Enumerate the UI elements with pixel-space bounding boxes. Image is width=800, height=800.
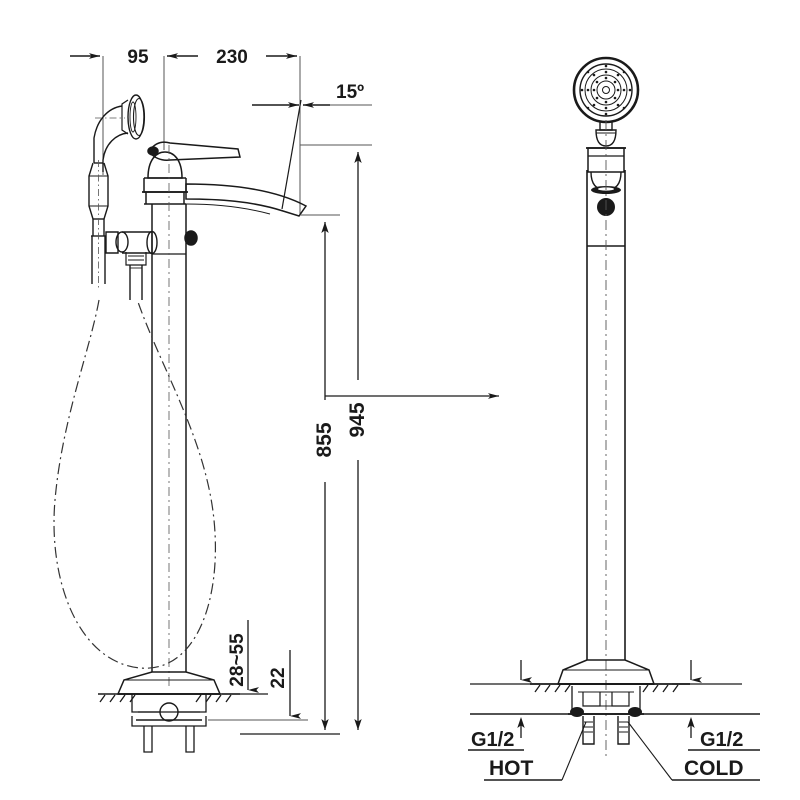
dimension-945: 945 xyxy=(300,144,372,730)
label-cold: COLD xyxy=(684,757,744,780)
diverter-knob xyxy=(184,230,198,246)
handshower-spray-head-icon xyxy=(121,94,146,140)
dimension-g12-hot: G1/2 HOT xyxy=(468,660,587,781)
label-g12-hot: G1/2 xyxy=(471,729,514,751)
handshower-holder-arm xyxy=(105,230,158,300)
dimension-value-22: 22 xyxy=(268,667,289,688)
dimension-855: 855 xyxy=(240,214,499,735)
dimension-15-degrees: 15º xyxy=(252,82,372,210)
column-body xyxy=(142,141,308,690)
spout xyxy=(185,183,308,217)
dimension-28-55: 28~55 xyxy=(222,620,268,695)
dimension-g12-cold: G1/2 COLD xyxy=(627,660,760,781)
dimension-230: 230 xyxy=(163,47,301,215)
dimension-value-28-55: 28~55 xyxy=(227,633,248,687)
dimension-arrow-icon xyxy=(321,719,329,730)
dimension-value-15deg: 15º xyxy=(336,82,364,103)
dimension-arrow-icon xyxy=(354,719,362,730)
spray-holes-icon xyxy=(580,64,632,116)
label-hot: HOT xyxy=(489,757,534,780)
dimension-arrow-icon xyxy=(517,717,525,728)
dimension-arrow-icon xyxy=(687,717,695,728)
column-body-front xyxy=(586,120,626,760)
floor-line-front xyxy=(470,683,760,715)
handshower-assembly xyxy=(88,94,146,290)
dimension-22: 22 xyxy=(208,650,308,721)
dimension-value-855: 855 xyxy=(313,422,336,457)
side-elevation-view: 95 230 15º xyxy=(53,47,499,753)
handshower-spray-face xyxy=(572,56,640,124)
dimension-arrow-icon xyxy=(321,222,329,233)
angle-reference-line xyxy=(281,99,302,210)
leader-line xyxy=(627,721,673,781)
hose-loop xyxy=(53,299,216,669)
floor-hatch-icon xyxy=(99,694,232,703)
dimension-arrow-icon xyxy=(354,152,362,163)
dimension-value-945: 945 xyxy=(346,402,369,437)
floor-hatch-icon xyxy=(534,684,679,693)
handshower-neck xyxy=(586,122,626,194)
dimension-value-230: 230 xyxy=(216,47,248,68)
dimension-95: 95 xyxy=(70,47,149,175)
front-elevation-view: G1/2 HOT G1/2 COLD xyxy=(468,56,760,781)
label-g12-cold: G1/2 xyxy=(700,729,743,751)
dimension-value-95: 95 xyxy=(127,47,149,68)
leader-line xyxy=(561,721,587,781)
floor-line-side xyxy=(98,693,240,703)
